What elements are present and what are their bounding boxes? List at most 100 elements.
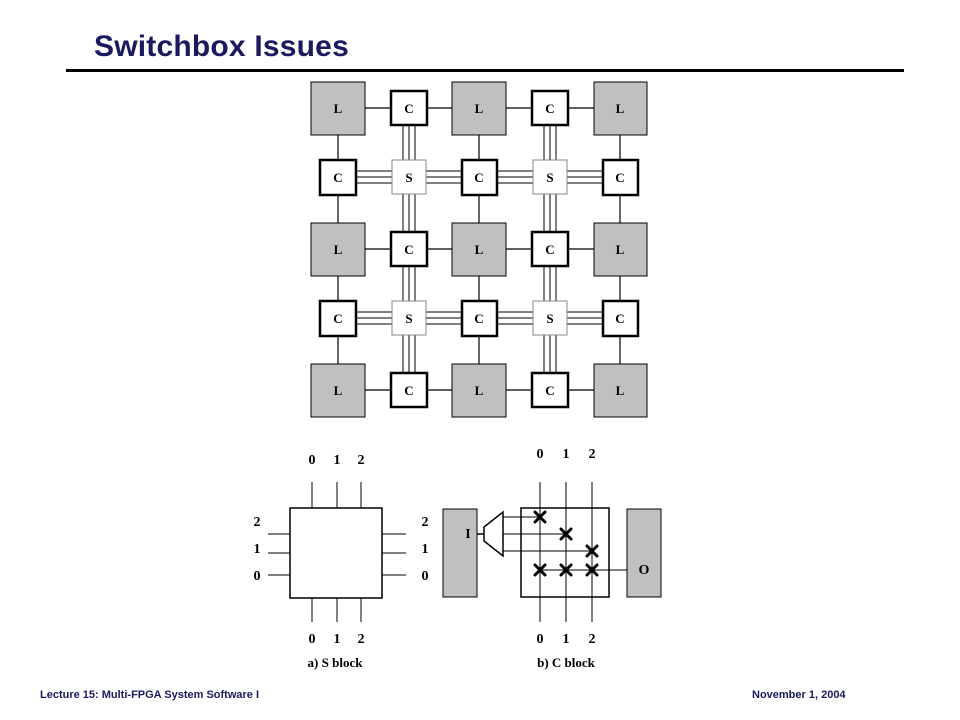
connection-block-label: C <box>404 383 413 398</box>
logic-block-label: L <box>334 101 343 116</box>
connection-block <box>318 158 358 197</box>
connection-block <box>389 230 429 268</box>
grid-row-3: C S C S C <box>318 299 640 338</box>
connection-block <box>601 158 640 197</box>
switch-x-icon <box>585 544 599 558</box>
logic-block <box>310 363 366 418</box>
s-right-label-1: 1 <box>422 542 429 557</box>
switch-block-label: S <box>405 311 412 326</box>
logic-block <box>593 222 648 277</box>
s-top-label-0: 0 <box>309 453 316 468</box>
logic-block <box>451 363 507 418</box>
switch-x-icon <box>533 510 547 524</box>
grid-row-2: L C L C L <box>310 222 648 277</box>
s-bottom-label-2: 2 <box>358 632 365 647</box>
s-bottom-label-1: 1 <box>334 632 341 647</box>
switch-block <box>532 300 568 336</box>
connection-block <box>389 89 429 127</box>
title-rule <box>66 69 904 72</box>
connection-block-label: C <box>545 101 554 116</box>
grid-row-1: C S C S C <box>318 158 640 197</box>
switch-block <box>532 159 568 195</box>
switch-block-label: S <box>546 170 553 185</box>
s-top-label-1: 1 <box>334 453 341 468</box>
horizontal-wire-bundles <box>356 170 603 325</box>
connection-block <box>460 158 499 197</box>
s-top-label-2: 2 <box>358 453 365 468</box>
connection-block-label: C <box>615 311 624 326</box>
connection-block <box>530 371 570 409</box>
switch-x-icon <box>559 563 573 577</box>
logic-block-label: L <box>616 242 625 257</box>
connection-block <box>530 89 570 127</box>
logic-block <box>593 81 648 136</box>
connection-block-label: C <box>545 242 554 257</box>
c-top-label-1: 1 <box>563 447 570 462</box>
c-bottom-label-2: 2 <box>589 632 596 647</box>
switch-block-label: S <box>405 170 412 185</box>
s-block-diagram: 0 1 2 0 1 2 2 1 0 2 1 0 a) S block <box>254 453 429 670</box>
logic-block-label: L <box>616 101 625 116</box>
logic-block-label: L <box>616 383 625 398</box>
c-top-label-2: 2 <box>589 447 596 462</box>
connection-block-label: C <box>404 242 413 257</box>
output-label: O <box>639 563 650 578</box>
switch-x-icon <box>585 563 599 577</box>
connection-block <box>460 299 499 338</box>
grid-row-4: L C L C L <box>310 363 648 418</box>
c-bottom-label-0: 0 <box>537 632 544 647</box>
c-block-diagram: I O 0 1 2 0 1 2 b) C block <box>442 447 662 670</box>
s-left-label-1: 1 <box>254 542 261 557</box>
s-left-label-2: 2 <box>254 515 261 530</box>
output-logic-block <box>626 508 662 598</box>
input-logic-block <box>442 508 478 598</box>
s-block-caption: a) S block <box>308 655 364 670</box>
s-bottom-label-0: 0 <box>309 632 316 647</box>
connection-block <box>530 230 570 268</box>
logic-block <box>593 363 648 418</box>
connection-block-label: C <box>404 101 413 116</box>
slide-title: Switchbox Issues <box>94 30 349 63</box>
switch-points <box>533 510 599 577</box>
logic-block <box>451 222 507 277</box>
logic-block-label: L <box>334 383 343 398</box>
c-top-label-0: 0 <box>537 447 544 462</box>
logic-block <box>451 81 507 136</box>
connection-block-label: C <box>333 170 342 185</box>
s-right-label-0: 0 <box>422 569 429 584</box>
logic-block-label: L <box>475 383 484 398</box>
connection-block-label: C <box>615 170 624 185</box>
s-block-box <box>289 507 383 599</box>
switch-x-icon <box>533 563 547 577</box>
c-bottom-label-1: 1 <box>563 632 570 647</box>
connection-block-label: C <box>474 170 483 185</box>
switch-x-icon <box>559 527 573 541</box>
connection-block-label: C <box>474 311 483 326</box>
s-right-label-2: 2 <box>422 515 429 530</box>
s-block-wires <box>268 482 406 622</box>
footer-course-label: Lecture 15: Multi-FPGA System Software I <box>40 689 260 701</box>
fpga-grid: L C L C L C S C S C L C <box>310 81 648 418</box>
logic-block <box>310 81 366 136</box>
connection-block-label: C <box>333 311 342 326</box>
vertical-wire-bundles <box>402 125 557 376</box>
connection-block-label: C <box>545 383 554 398</box>
logic-connection-lines <box>337 107 621 391</box>
logic-block-label: L <box>475 242 484 257</box>
logic-block <box>310 222 366 277</box>
grid-row-0: L C L C L <box>310 81 648 136</box>
c-block-caption: b) C block <box>537 655 596 670</box>
switch-block <box>391 159 427 195</box>
connection-block <box>318 299 358 338</box>
switch-block-label: S <box>546 311 553 326</box>
switch-block <box>391 300 427 336</box>
footer-date: November 1, 2004 <box>752 689 846 701</box>
input-label: I <box>465 527 470 542</box>
logic-block-label: L <box>334 242 343 257</box>
s-left-label-0: 0 <box>254 569 261 584</box>
connection-block <box>389 371 429 409</box>
connection-block <box>601 299 640 338</box>
mux-symbol <box>483 510 504 558</box>
logic-block-label: L <box>475 101 484 116</box>
